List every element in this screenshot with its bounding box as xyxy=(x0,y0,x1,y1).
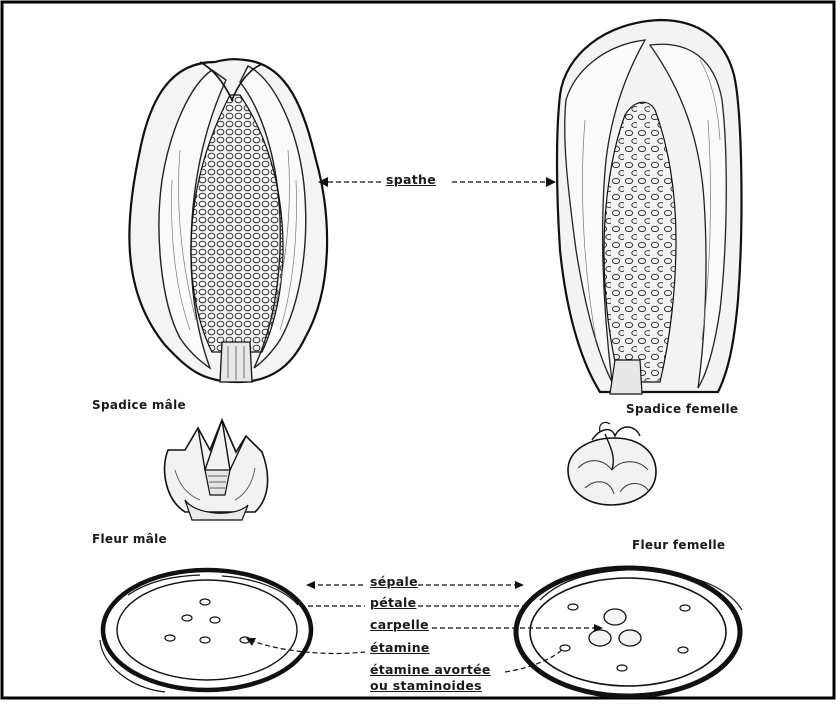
fleur-male-label: Fleur mâle xyxy=(92,532,167,546)
spadice-male-label: Spadice mâle xyxy=(92,398,186,412)
carpelle-label: carpelle xyxy=(370,617,429,632)
male-spadix-illustration xyxy=(129,59,327,382)
spathe-label: spathe xyxy=(386,172,436,187)
sepale-label: sépale xyxy=(370,574,418,589)
etamine-label: étamine xyxy=(370,640,430,655)
fleur-femelle-label: Fleur femelle xyxy=(632,538,725,552)
petale-label: pétale xyxy=(370,595,416,610)
spadice-femelle-label: Spadice femelle xyxy=(626,402,738,416)
female-spadix-illustration xyxy=(557,20,741,394)
female-stalk xyxy=(610,360,642,394)
staminoides-label: ou staminoides xyxy=(370,678,482,693)
etamine-avortee-label: étamine avortée xyxy=(370,662,491,677)
